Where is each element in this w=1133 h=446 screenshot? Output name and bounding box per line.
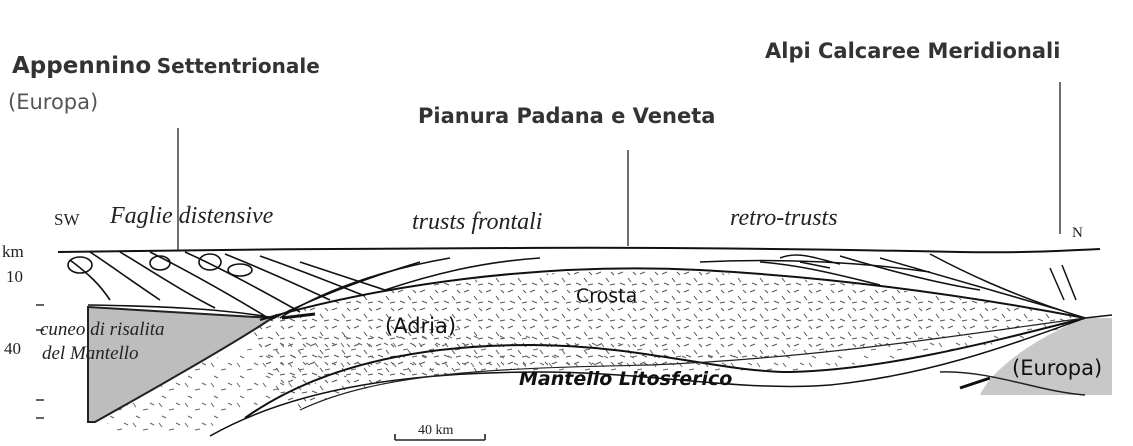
label-sw: SW [54,211,80,228]
label-north: N [1072,226,1083,241]
label-mantle-wedge-2: del Mantello [42,344,139,363]
label-mantle-wedge-1: cuneo di risalita [40,320,165,339]
label-back-thrusts: retro-trusts [730,206,838,230]
label-crust: Crosta [576,287,637,306]
label-lithospheric-mantle: Mantello Litosferico [519,370,732,389]
heading-settentrionale: Settentrionale [157,54,320,78]
heading-north-apennines: Appennino Settentrionale [12,55,320,78]
scale-bar-label: 40 km [418,424,453,438]
label-europa: (Europa) [1012,358,1102,379]
label-frontal-thrusts: trusts frontali [412,210,542,234]
surface-line [58,248,1100,252]
depth-tick-10: 10 [6,268,23,285]
heading-apennino: Appennino [12,53,151,79]
depth-tick-40: 40 [4,340,21,357]
label-faults: Faglie distensive [110,204,273,228]
heading-europa-subtitle: (Europa) [8,92,98,113]
heading-plain: Pianura Padana e Veneta [418,106,715,127]
heading-alps: Alpi Calcaree Meridionali [765,41,1060,62]
label-adria: (Adria) [385,316,456,337]
depth-unit: km [2,243,24,260]
